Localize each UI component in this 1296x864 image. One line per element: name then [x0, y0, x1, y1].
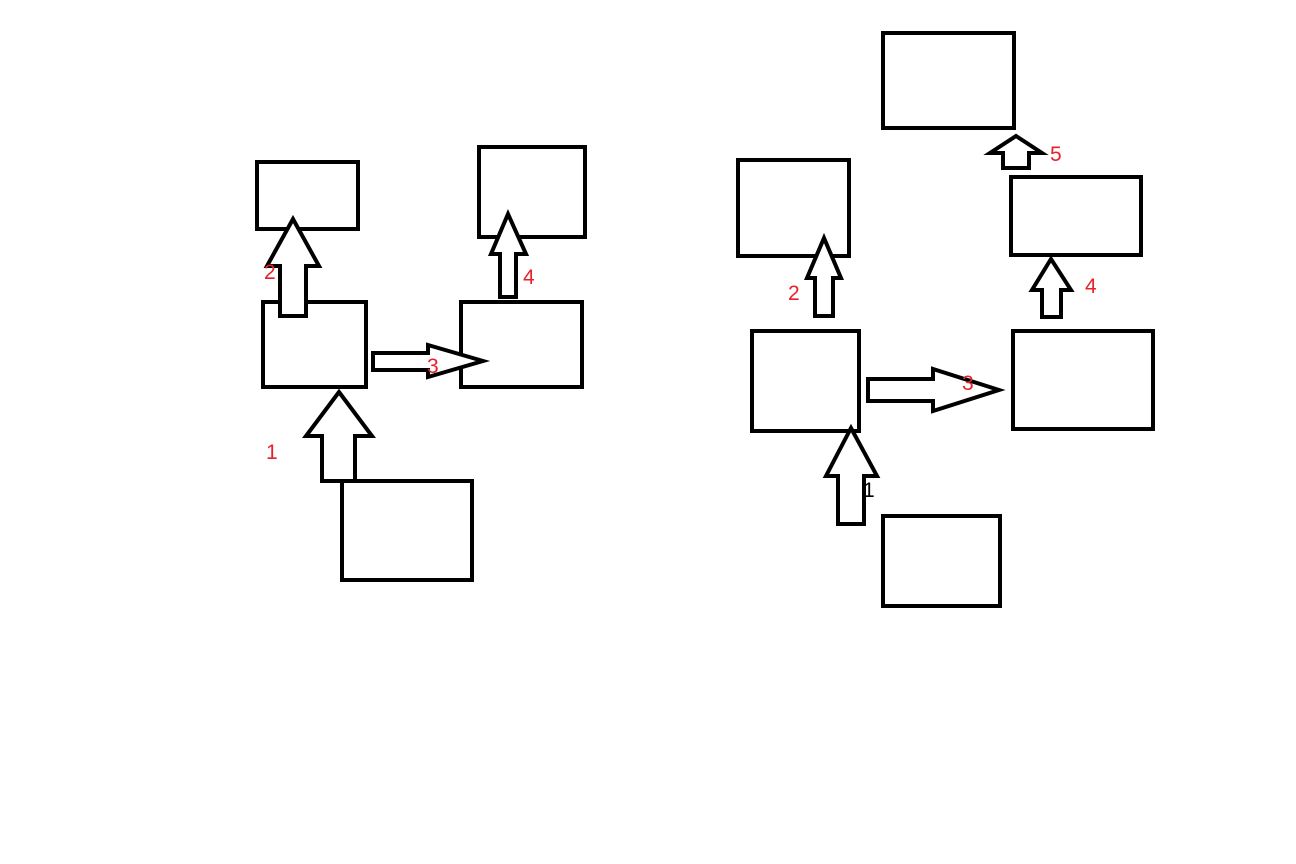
right-box-upper-right [1009, 175, 1143, 257]
right-label-3: 3 [962, 372, 974, 395]
left-arrow-3 [371, 342, 491, 380]
left-box-top-left [255, 160, 360, 231]
left-label-1: 1 [266, 441, 278, 464]
left-box-bottom [340, 479, 474, 582]
right-box-top [881, 31, 1016, 130]
left-label-2: 2 [264, 261, 276, 284]
left-arrow-1 [302, 388, 376, 483]
left-label-3: 3 [427, 355, 439, 378]
right-label-5: 5 [1050, 143, 1062, 166]
right-label-2: 2 [788, 282, 800, 305]
right-box-upper-left [736, 158, 851, 258]
right-arrow-2 [803, 232, 845, 318]
right-label-1: 1 [863, 479, 875, 502]
right-arrow-4 [1028, 255, 1075, 319]
left-arrow-2 [263, 214, 323, 318]
right-label-4: 4 [1085, 275, 1097, 298]
right-box-right [1011, 329, 1155, 431]
left-label-4: 4 [523, 266, 535, 289]
right-arrow-3 [866, 366, 1006, 414]
right-box-bottom [881, 514, 1002, 608]
left-box-right [459, 300, 584, 389]
left-box-top-right [477, 145, 587, 239]
right-diagram: 1 2 3 4 5 [736, 31, 1155, 608]
left-arrow-4 [487, 209, 530, 299]
right-box-center [750, 329, 861, 433]
left-diagram: 1 2 3 4 [255, 145, 587, 582]
right-arrow-5 [983, 133, 1049, 170]
right-arrow-1 [822, 423, 881, 526]
